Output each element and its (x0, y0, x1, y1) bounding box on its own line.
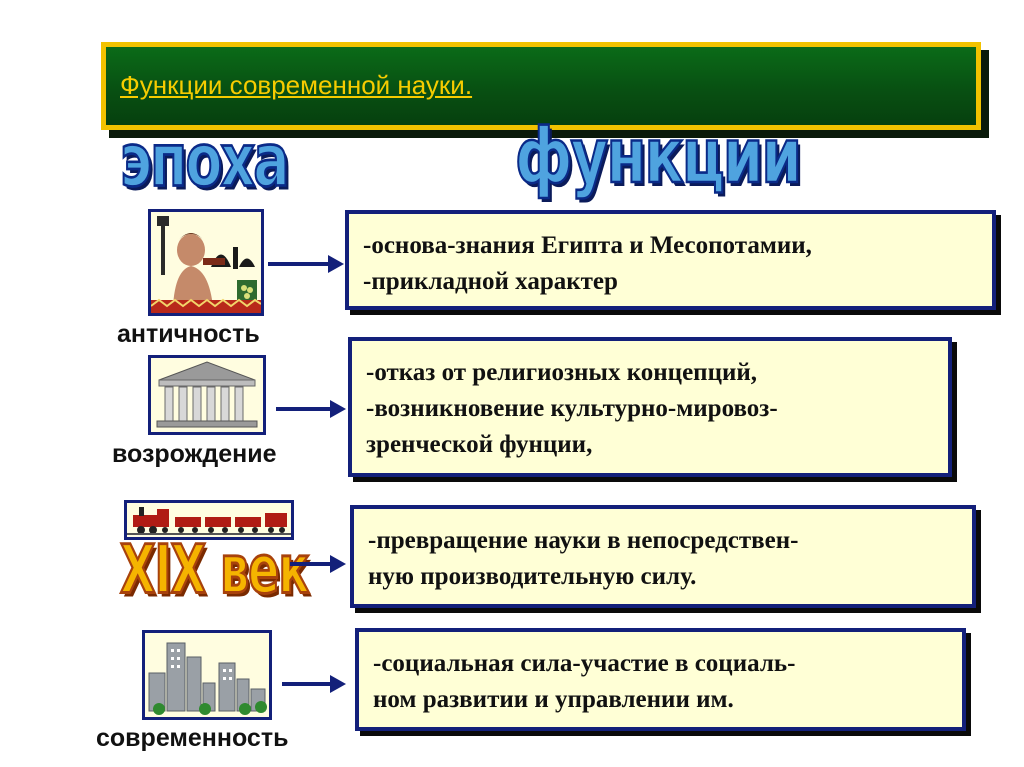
epoch-label-19th-century: XIX век (119, 529, 311, 610)
function-line: зренческой фунции, (366, 431, 593, 458)
arrow-line (282, 682, 330, 686)
epoch-header: эпоха (119, 117, 291, 205)
function-box-modernity: -социальная сила-участие в социаль- ном … (355, 628, 966, 731)
function-line: ном развитии и управлении им. (373, 686, 734, 713)
temple-icon (148, 355, 266, 435)
greek-statue-icon (148, 209, 264, 316)
train-icon (124, 500, 294, 540)
arrow-line (268, 262, 328, 266)
city-skyline-icon (142, 630, 272, 720)
arrow-head-icon (330, 675, 346, 693)
function-line: -социальная сила-участие в социаль- (373, 650, 796, 677)
arrow-head-icon (330, 555, 346, 573)
function-line: -возникновение культурно-мировоз- (366, 395, 778, 422)
function-line: -отказ от религиозных концепций, (366, 359, 758, 386)
epoch-label-renaissance: возрождение (112, 440, 277, 468)
function-box-antiquity: -основа-знания Египта и Месопотамии, -пр… (345, 210, 996, 310)
function-line: -основа-знания Египта и Месопотамии, (363, 232, 812, 259)
function-line: -прикладной характер (363, 268, 618, 295)
page-title: Функции современной науки. (120, 70, 473, 100)
arrow-line (290, 562, 330, 566)
function-box-renaissance: -отказ от религиозных концепций, -возник… (348, 337, 952, 477)
epoch-label-modernity: современность (96, 724, 289, 752)
title-banner (101, 42, 981, 130)
function-line: -превращение науки в непосредствен- (368, 527, 799, 554)
arrow-line (276, 407, 330, 411)
function-box-19th-century: -превращение науки в непосредствен- ную … (350, 505, 976, 608)
arrow-head-icon (330, 400, 346, 418)
function-line: ную производительную силу. (368, 563, 697, 590)
functions-header: функции (514, 111, 803, 202)
epoch-label-antiquity: античность (117, 320, 260, 348)
arrow-head-icon (328, 255, 344, 273)
